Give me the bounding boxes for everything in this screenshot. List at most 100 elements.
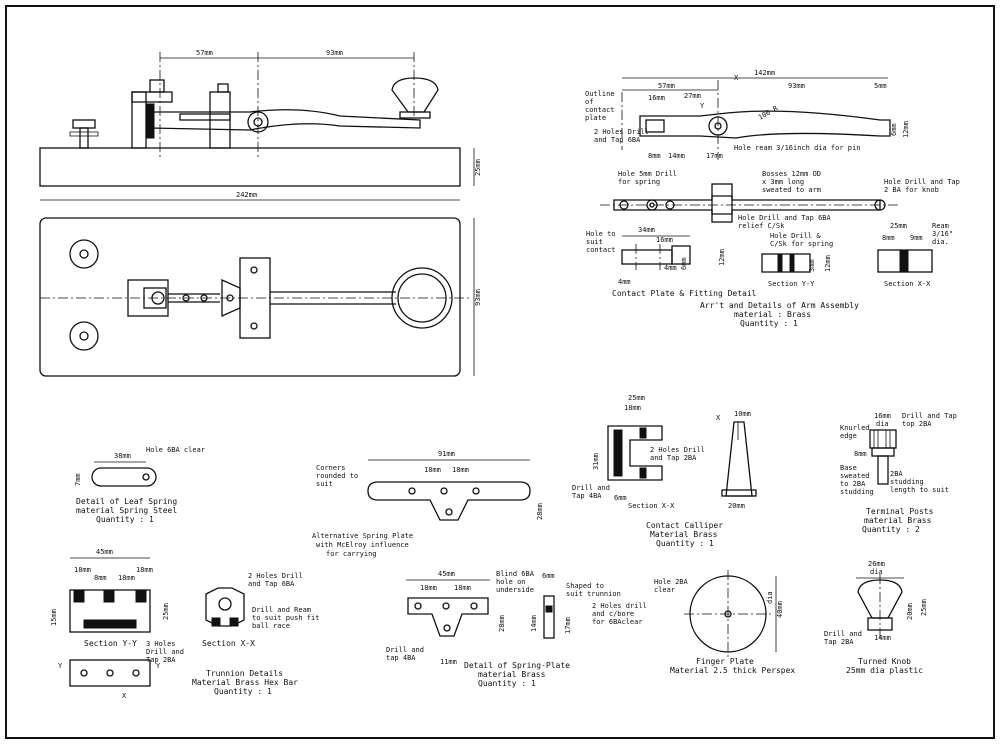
section-dim-8mm: 8mm — [882, 234, 895, 242]
knob-dim-dia: dia — [870, 568, 883, 576]
alt-dim-18mm-a: 18mm — [424, 466, 441, 474]
drawing-border — [5, 5, 995, 739]
alt-caption-title: Alternative Spring Plate — [312, 532, 413, 540]
dim-242mm: 242mm — [236, 191, 257, 199]
trunnion-dim-18mm-c: 18mm — [118, 574, 135, 582]
arm-y-mark: Y — [700, 102, 705, 110]
sp-dim-28mm: 28mm — [498, 615, 506, 632]
calliper-caption-title: Contact Calliper — [646, 521, 723, 530]
finger-dim-40mm: 40mm — [776, 601, 784, 618]
arm-radius-label: 100 R — [757, 104, 780, 122]
calliper-dim-20mm: 20mm — [728, 502, 745, 510]
arm-dim-6mm: 6mm — [890, 123, 898, 136]
leaf-dim-7mm: 7mm — [74, 473, 82, 486]
sp-dim-45mm: 45mm — [438, 570, 455, 578]
section-xx-label: Section X-X — [884, 280, 931, 288]
dim-57mm: 57mm — [196, 49, 213, 57]
leaf-caption-title: Detail of Leaf Spring — [76, 497, 177, 506]
trunnion-dim-25mm: 25mm — [162, 603, 170, 620]
terminal-caption-material: material Brass — [864, 516, 932, 525]
arm-dim-27mm: 27mm — [684, 92, 701, 100]
contact-dim-12mm: 12mm — [718, 249, 726, 266]
calliper-dim-31mm: 31mm — [592, 453, 600, 470]
calliper-caption-quantity: Quantity : 1 — [656, 539, 714, 548]
arm-dim-5mm: 5mm — [874, 82, 887, 90]
key-plan-view: 242mm 93mm — [39, 191, 482, 377]
contact-dim-4mm-b: 4mm — [664, 264, 677, 272]
alt-dim-91mm: 91mm — [438, 450, 455, 458]
trunnion-section-yy: Section Y-Y — [84, 639, 137, 648]
arm-dim-16mm: 16mm — [648, 94, 665, 102]
knob-dim-20mm: 20mm — [906, 603, 914, 620]
finger-caption-material: Material 2.5 thick Perspex — [670, 666, 795, 675]
arm-caption-material: material : Brass — [734, 310, 811, 319]
alt-dim-18mm-b: 18mm — [452, 466, 469, 474]
sp-dim-18mm-b: 18mm — [454, 584, 471, 592]
section-dim-3mm: 3mm — [808, 259, 816, 272]
dim-25mm: 25mm — [474, 159, 482, 176]
contact-dim-34mm: 34mm — [638, 226, 655, 234]
leaf-dim-38mm: 38mm — [114, 452, 131, 460]
trunnion-dim-8mm: 8mm — [94, 574, 107, 582]
sp-caption-material: material Brass — [478, 670, 546, 679]
calliper-dim-6mm: 6mm — [614, 494, 627, 502]
key-side-view: 57mm 93mm 25mm — [39, 49, 482, 187]
trunnion-dim-45mm: 45mm — [96, 548, 113, 556]
trunnion-details: 45mm 18mm 8mm 18mm 18mm 15mm 25mm Sectio… — [50, 548, 319, 700]
trunnion-section-xx: Section X-X — [202, 639, 255, 648]
trunnion-caption-quantity: Quantity : 1 — [214, 687, 272, 696]
terminal-dim-8mm: 8mm — [854, 450, 867, 458]
alt-dim-28mm: 28mm — [536, 503, 544, 520]
sp-dim-17mm: 17mm — [564, 617, 572, 634]
calliper-dim-18mm: 18mm — [624, 404, 641, 412]
knob-dim-14mm: 14mm — [874, 634, 891, 642]
trunnion-caption-title: Trunnion Details — [206, 669, 283, 678]
sp-dim-6mm: 6mm — [542, 572, 555, 580]
contact-dim-4mm: 4mm — [618, 278, 631, 286]
terminal-dim-dia: dia — [876, 420, 889, 428]
calliper-dim-25mm: 25mm — [628, 394, 645, 402]
section-dim-25mm: 25mm — [890, 222, 907, 230]
section-dim-12mm: 12mm — [824, 255, 832, 272]
contact-dim-6mm: 6mm — [680, 257, 688, 270]
sp-caption-title: Detail of Spring-Plate — [464, 661, 570, 670]
trunnion-dim-15mm: 15mm — [50, 609, 58, 626]
arm-caption-quantity: Quantity : 1 — [740, 319, 798, 328]
leaf-spring-detail: 38mm Hole 6BA clear 7mm Detail of Leaf S… — [74, 446, 205, 524]
arm-x-mark: X — [734, 74, 739, 82]
leaf-caption-material: material Spring Steel — [76, 506, 177, 515]
knob-caption-title: Turned Knob — [858, 657, 911, 666]
calliper-x-mark: X — [716, 414, 721, 422]
alt-caption-line3: for carrying — [326, 550, 377, 558]
finger-dim-dia: dia — [766, 591, 774, 604]
contact-dim-16mm: 16mm — [656, 236, 673, 244]
arm-dim-14mm: 14mm — [668, 152, 685, 160]
leaf-caption-quantity: Quantity : 1 — [96, 515, 154, 524]
trunnion-caption-material: Material Brass Hex Bar — [192, 678, 298, 687]
arm-caption-title: Arr't and Details of Arm Assembly — [700, 301, 859, 310]
terminal-caption-quantity: Quantity : 2 — [862, 525, 920, 534]
knob-dim-25mm: 25mm — [920, 599, 928, 616]
alt-caption-line2: with McElroy influence — [316, 541, 409, 549]
sp-caption-quantity: Quantity : 1 — [478, 679, 536, 688]
